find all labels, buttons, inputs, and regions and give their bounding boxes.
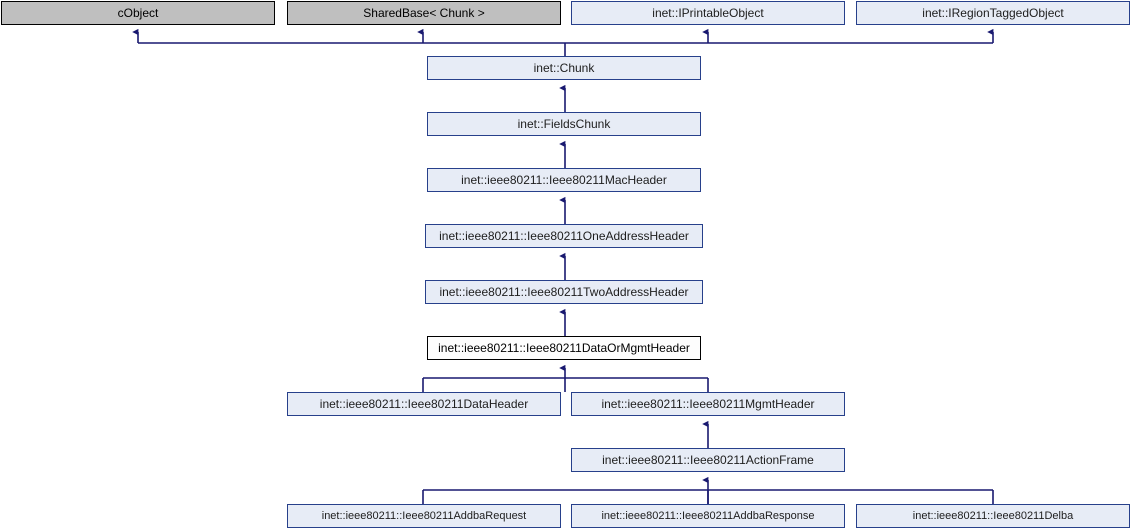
class-node-ieee80211actionframe[interactable]: inet::ieee80211::Ieee80211ActionFrame	[571, 448, 845, 472]
class-node-ieee80211oneaddressheader[interactable]: inet::ieee80211::Ieee80211OneAddressHead…	[425, 224, 703, 248]
class-node-ieee80211macheader[interactable]: inet::ieee80211::Ieee80211MacHeader	[427, 168, 701, 192]
class-node-label: inet::ieee80211::Ieee80211OneAddressHead…	[439, 229, 689, 243]
class-node-label: inet::ieee80211::Ieee80211DataOrMgmtHead…	[438, 341, 690, 355]
class-node-ieee80211addbaresponse[interactable]: inet::ieee80211::Ieee80211AddbaResponse	[571, 504, 845, 528]
class-node-sharedbase-chunk[interactable]: SharedBase< Chunk >	[287, 1, 561, 25]
class-node-label: inet::ieee80211::Ieee80211Delba	[912, 509, 1074, 522]
class-node-iprintableobject[interactable]: inet::IPrintableObject	[571, 1, 845, 25]
class-node-ieee80211dataormgmtheader[interactable]: inet::ieee80211::Ieee80211DataOrMgmtHead…	[427, 336, 701, 360]
class-node-ieee80211mgmtheader[interactable]: inet::ieee80211::Ieee80211MgmtHeader	[571, 392, 845, 416]
class-node-ieee80211dataheader[interactable]: inet::ieee80211::Ieee80211DataHeader	[287, 392, 561, 416]
class-node-label: inet::ieee80211::Ieee80211MgmtHeader	[601, 397, 815, 411]
class-node-label: SharedBase< Chunk >	[363, 6, 485, 20]
class-node-label: inet::Chunk	[533, 61, 595, 75]
class-node-label: inet::ieee80211::Ieee80211AddbaRequest	[321, 509, 527, 522]
class-node-chunk[interactable]: inet::Chunk	[427, 56, 701, 80]
class-node-label: inet::ieee80211::Ieee80211MacHeader	[461, 173, 667, 187]
class-node-label: cObject	[117, 6, 159, 20]
class-node-fieldschunk[interactable]: inet::FieldsChunk	[427, 112, 701, 136]
class-node-label: inet::ieee80211::Ieee80211ActionFrame	[602, 453, 814, 467]
class-node-iregiontaggedobject[interactable]: inet::IRegionTaggedObject	[856, 1, 1130, 25]
class-node-label: inet::ieee80211::Ieee80211AddbaResponse	[601, 509, 815, 522]
class-node-label: inet::IPrintableObject	[652, 6, 764, 20]
class-node-ieee80211twoaddressheader[interactable]: inet::ieee80211::Ieee80211TwoAddressHead…	[425, 280, 703, 304]
class-node-label: inet::FieldsChunk	[517, 117, 611, 131]
class-node-label: inet::ieee80211::Ieee80211TwoAddressHead…	[439, 285, 689, 299]
class-node-ieee80211addbarequest[interactable]: inet::ieee80211::Ieee80211AddbaRequest	[287, 504, 561, 528]
class-node-ieee80211delba[interactable]: inet::ieee80211::Ieee80211Delba	[856, 504, 1130, 528]
class-node-label: inet::ieee80211::Ieee80211DataHeader	[319, 397, 529, 411]
class-node-label: inet::IRegionTaggedObject	[922, 6, 1064, 20]
class-node-cobject[interactable]: cObject	[1, 1, 275, 25]
